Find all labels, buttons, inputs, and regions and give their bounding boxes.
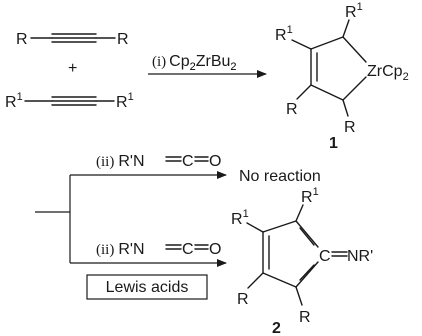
plus-sign: + [68, 60, 77, 77]
cyclopentadienimine-2: R1 R1 R R C NR' 2 [231, 186, 373, 336]
r1-label: R1 [345, 1, 363, 21]
step2-label-lower: (ii)R'N [96, 241, 145, 258]
substituent-bond [296, 84, 312, 100]
imine-carbon-label: C [319, 248, 331, 265]
substituent-bond [247, 272, 264, 289]
ring-double-bond [299, 264, 315, 281]
r1-label: R1 [231, 208, 249, 228]
isocyanate-lower: (ii)R'N C O [96, 241, 221, 258]
carbon-label: C [182, 241, 194, 258]
oxygen-label: O [209, 153, 221, 170]
r1-label: R1 [275, 24, 293, 44]
alkyne-r1: R1 R1 [5, 91, 134, 111]
alkyne-r: R R [16, 31, 129, 48]
substituent-bond [291, 39, 312, 50]
alkyne-r1-left-label: R1 [5, 91, 23, 111]
carbon-label: C [182, 153, 194, 170]
step2-branch: (ii)R'N C O (ii)R'N C O Lewis acids [35, 153, 227, 300]
oxygen-label: O [209, 241, 221, 258]
substituent-bond [246, 222, 264, 233]
ring-bond [262, 272, 297, 288]
r-label: R [299, 309, 311, 326]
alkyne-r1-right-label: R1 [116, 91, 134, 111]
ring-bond [310, 36, 344, 50]
ring-bond [295, 220, 319, 248]
alkyne-r-left-label: R [16, 31, 28, 48]
compound-2-number: 2 [272, 320, 281, 336]
imine-nr-label: NR' [347, 248, 373, 265]
alkyne-r-right-label: R [117, 31, 129, 48]
zirconacycle-1: R1 R1 R R ZrCp2 1 [275, 1, 409, 152]
step2-label-upper: (ii)R'N [96, 153, 145, 170]
no-reaction-label: No reaction [239, 168, 321, 185]
ring-bond [295, 261, 319, 288]
ring-bond [262, 220, 297, 233]
substituent-bond [342, 19, 350, 38]
r-label: R [344, 119, 356, 136]
r-label: R [237, 291, 249, 308]
compound-1-number: 1 [329, 135, 338, 152]
r1-label: R1 [301, 186, 319, 206]
ring-double-bond [299, 227, 315, 246]
substituent-bond [342, 99, 349, 117]
isocyanate-upper: (ii)R'N C O [96, 153, 221, 170]
r-label: R [286, 101, 298, 118]
step1-label: (i)Cp2ZrBu2 [152, 53, 237, 73]
step1-conditions: (i)Cp2ZrBu2 [148, 53, 267, 78]
ring-bond [342, 76, 367, 101]
zr-label: ZrCp2 [367, 63, 409, 83]
lewis-acids-box [86, 274, 208, 300]
substituent-bond [295, 204, 304, 222]
ring-bond [342, 36, 367, 63]
substituent-bond [295, 286, 303, 306]
lewis-acids-label: Lewis acids [106, 279, 189, 296]
ring-bond [310, 84, 344, 101]
